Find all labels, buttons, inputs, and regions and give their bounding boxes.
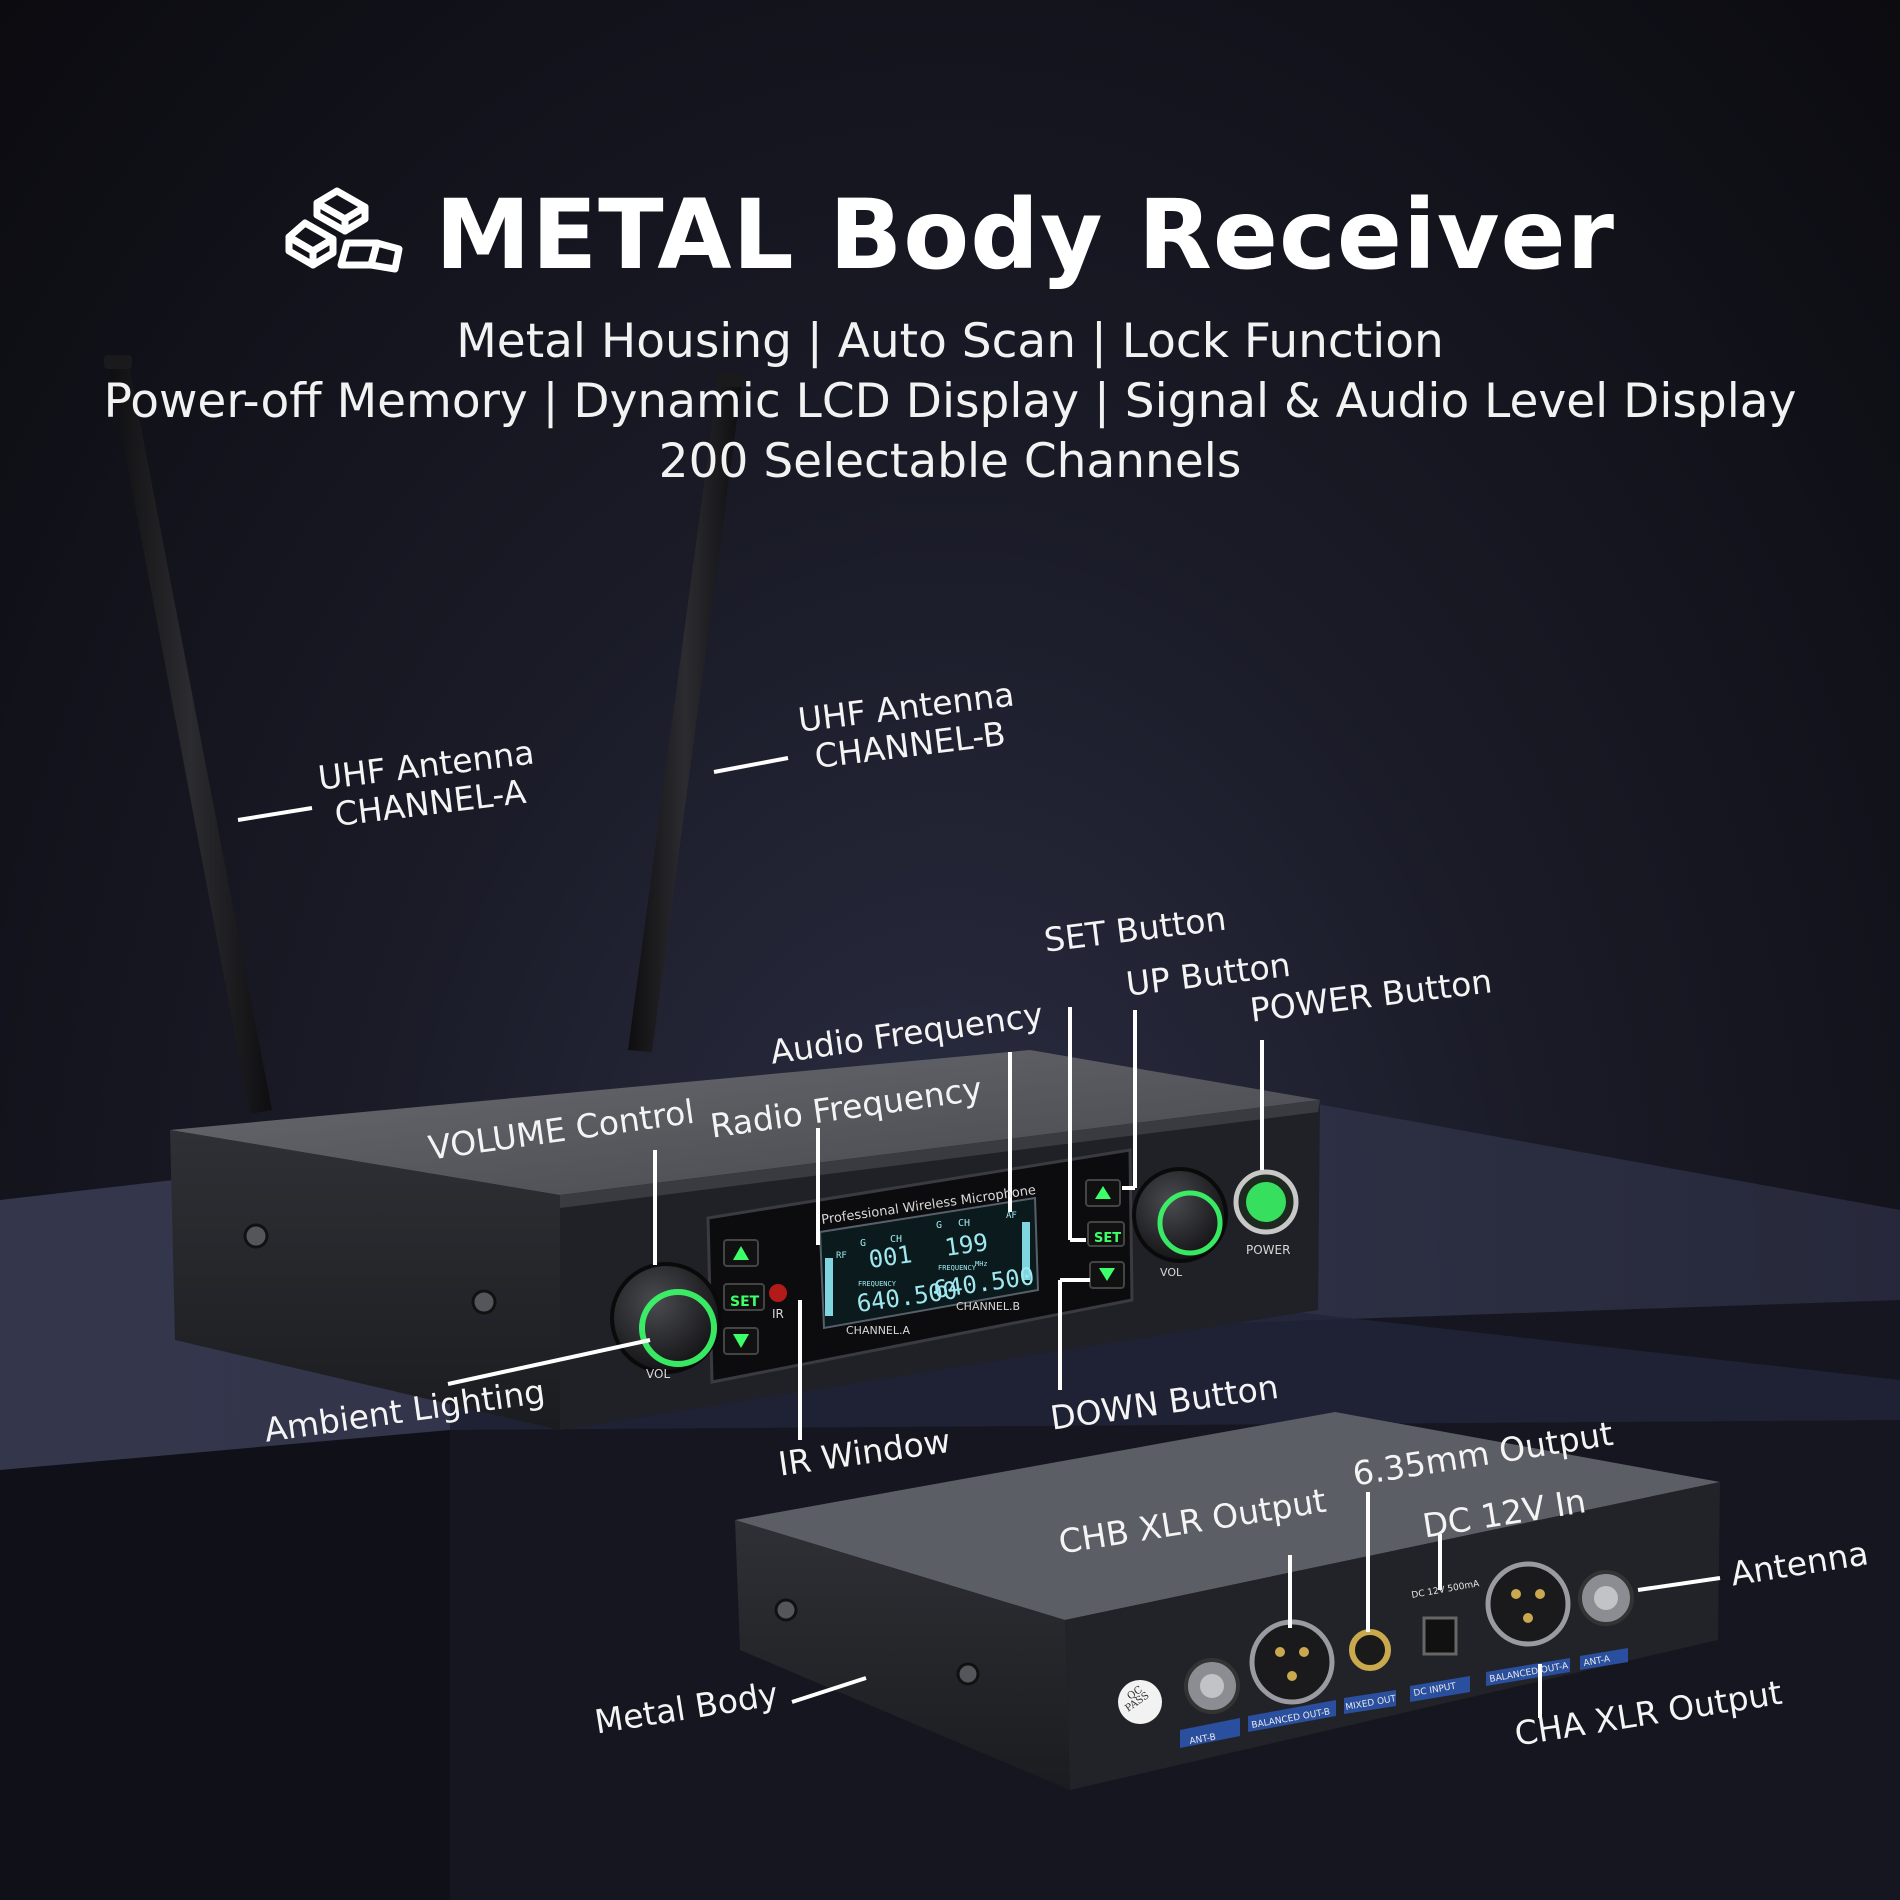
features-line-1: Metal Housing | Auto Scan | Lock Functio…	[456, 314, 1444, 369]
metal-ingots-icon	[285, 187, 403, 273]
callout-leader-lines	[237, 756, 1721, 1718]
uhf-antenna-b	[628, 373, 744, 1052]
receiver-front-unit	[170, 1050, 1320, 1430]
receiver-back-unit	[735, 1412, 1720, 1790]
features-line-2: Power-off Memory | Dynamic LCD Display |…	[103, 374, 1797, 429]
features-line-3: 200 Selectable Channels	[658, 434, 1242, 489]
header: METAL Body Receiver	[0, 175, 1900, 295]
uhf-antenna-a	[104, 355, 272, 1114]
page-title: METAL Body Receiver	[435, 179, 1615, 291]
